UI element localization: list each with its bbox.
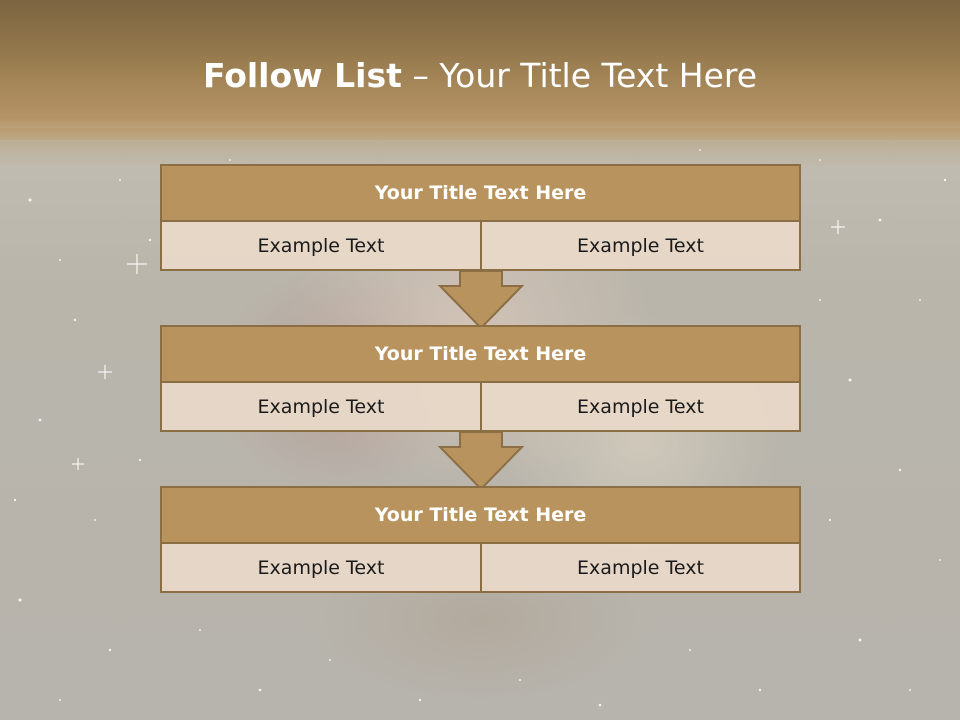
block-title: Your Title Text Here: [162, 488, 799, 544]
slide-title: Follow List – Your Title Text Here: [0, 54, 960, 98]
header-fade: [0, 128, 960, 168]
header-band: [0, 0, 960, 140]
block-cell-right: Example Text: [482, 222, 799, 269]
block-cell-left: Example Text: [162, 544, 482, 591]
block-title: Your Title Text Here: [162, 327, 799, 383]
list-block-1: Your Title Text Here Example Text Exampl…: [160, 164, 801, 271]
list-block-2: Your Title Text Here Example Text Exampl…: [160, 325, 801, 432]
down-arrow-icon: [438, 270, 524, 330]
slide-title-bold: Follow List: [202, 56, 402, 95]
block-cell-right: Example Text: [482, 544, 799, 591]
block-cell-left: Example Text: [162, 383, 482, 430]
block-cell-right: Example Text: [482, 383, 799, 430]
block-cell-left: Example Text: [162, 222, 482, 269]
down-arrow-icon: [438, 431, 524, 491]
block-title: Your Title Text Here: [162, 166, 799, 222]
list-block-3: Your Title Text Here Example Text Exampl…: [160, 486, 801, 593]
slide-title-rest: – Your Title Text Here: [401, 56, 758, 95]
